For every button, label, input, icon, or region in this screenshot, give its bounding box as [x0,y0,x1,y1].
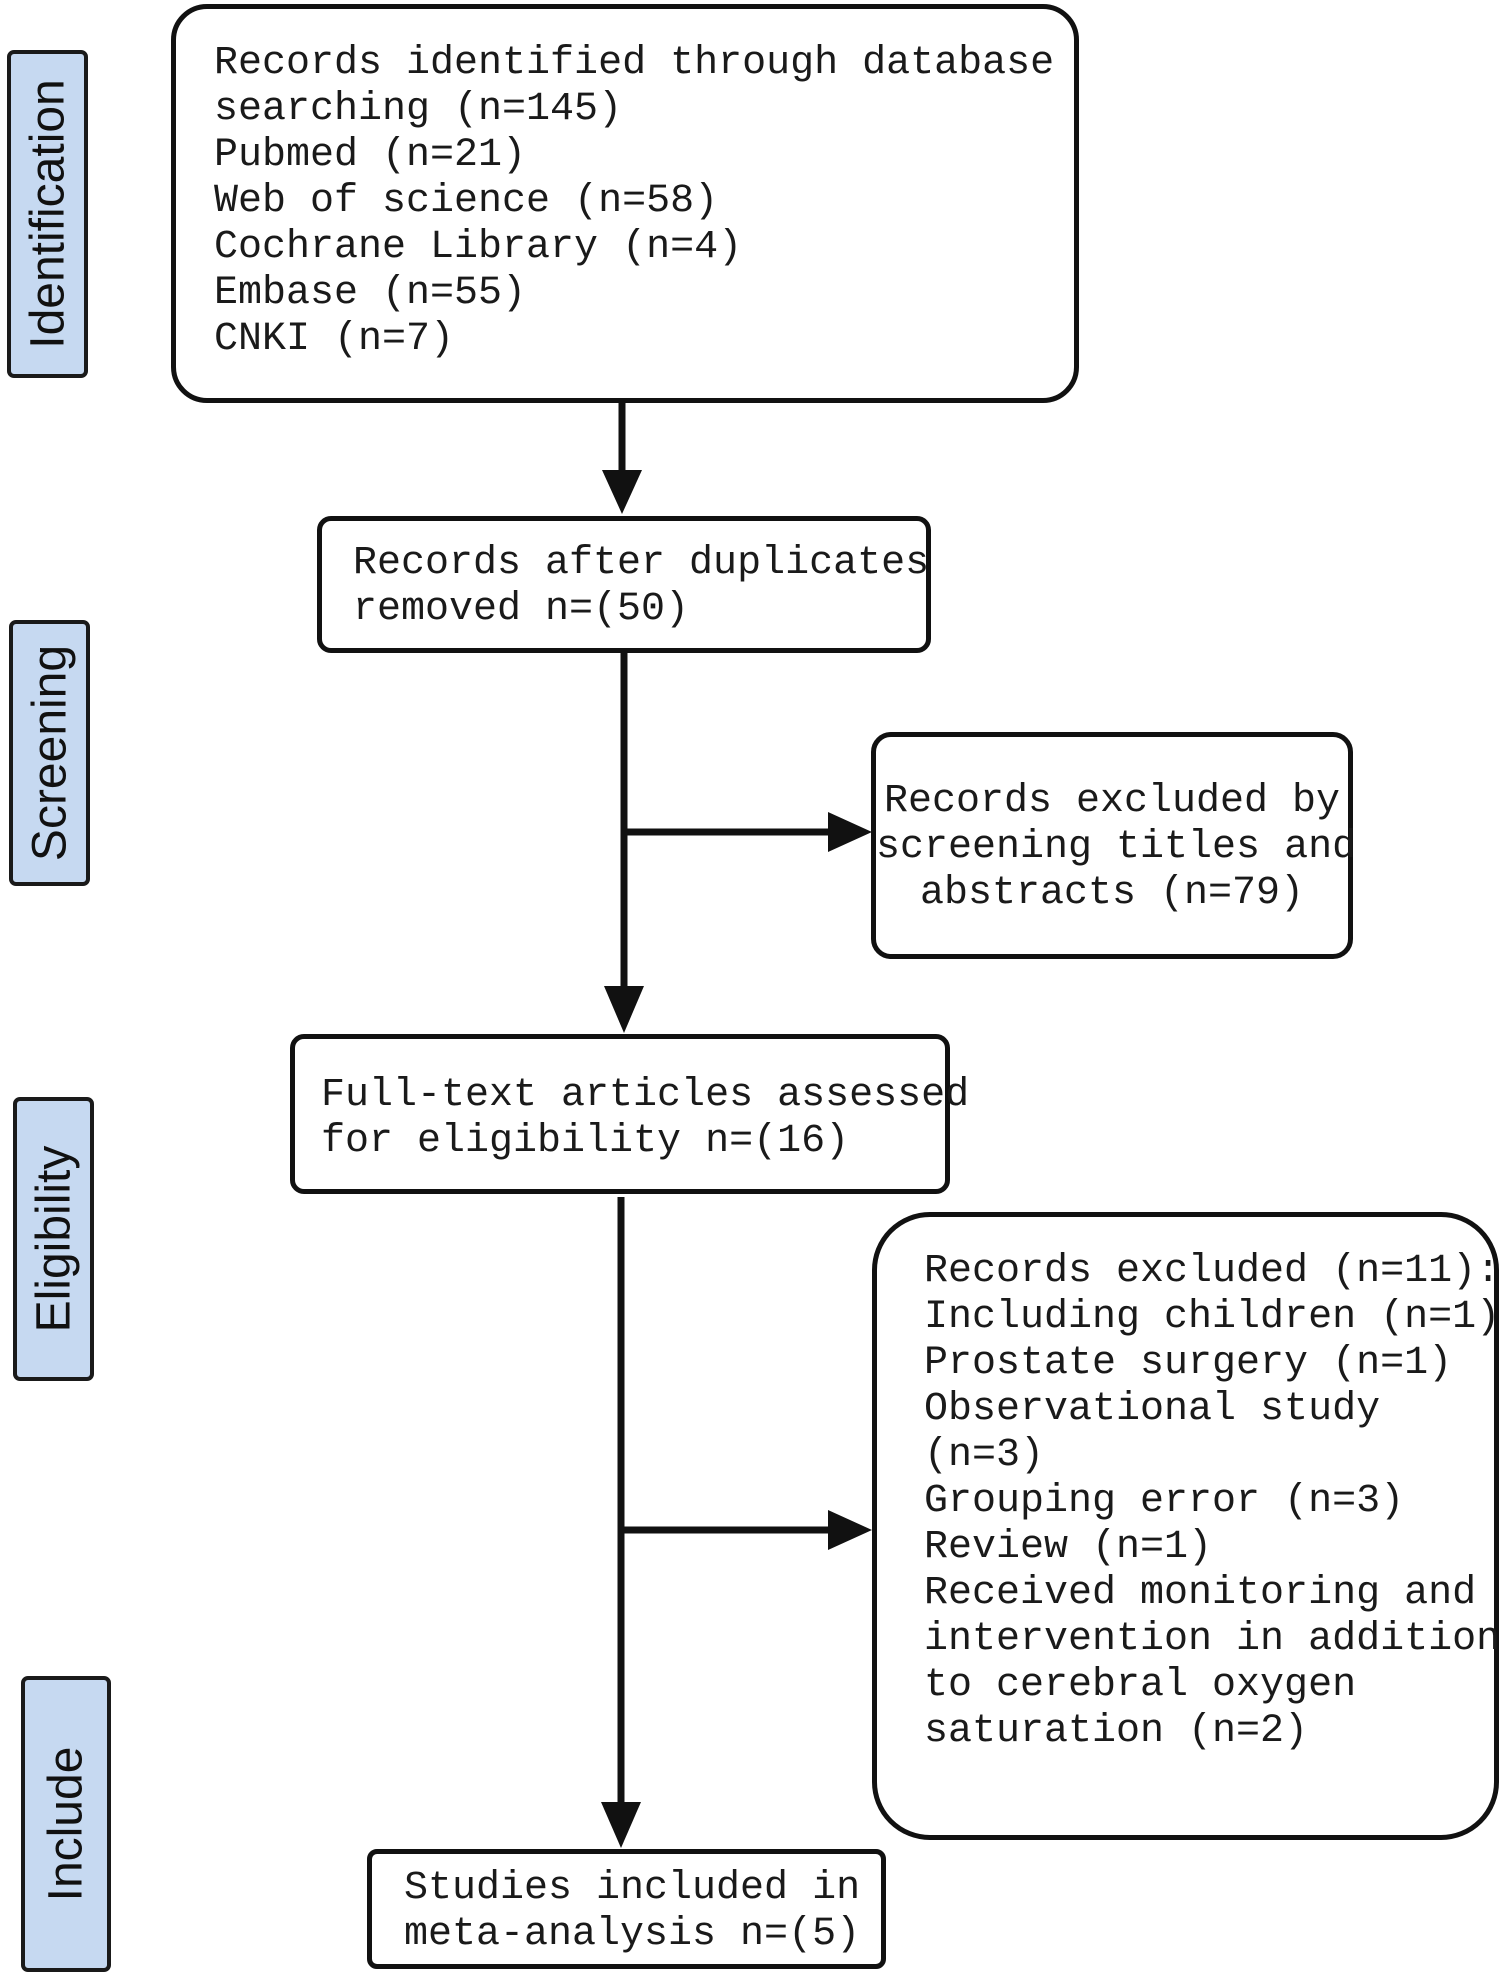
stage-screening-label: Screening [23,644,76,862]
stage-eligibility: Eligibility [13,1097,94,1381]
deduplicated-line-2: removed n=(50) [353,587,690,632]
excluded-fulltext-line-1: Records excluded (n=11): [924,1249,1501,1294]
box-records-after-duplicates: Records after duplicates removed n=(50) [317,516,931,653]
excluded-screening-line-2: screening titles and [876,825,1357,870]
box-excluded-full-text: Records excluded (n=11): Including child… [872,1212,1501,1840]
arrowhead-right-2 [828,1510,872,1550]
identified-line-1: Records identified through database [214,41,1055,86]
box-excluded-screening: Records excluded by screening titles and… [871,732,1357,959]
arrowhead-right-1 [828,812,872,852]
arrowhead-down-3 [601,1802,641,1848]
included-line-1: Studies included in [404,1866,861,1911]
excluded-screening-line-3: abstracts (n=79) [919,871,1305,916]
excluded-fulltext-line-9: intervention in addition [924,1617,1501,1662]
identified-line-7: CNKI (n=7) [214,317,455,362]
excluded-fulltext-line-6: Grouping error (n=3) [924,1479,1405,1524]
included-line-2: meta-analysis n=(5) [404,1912,861,1957]
stage-include-label: Include [39,1746,93,1902]
fulltext-line-1: Full-text articles assessed [321,1073,970,1118]
excluded-fulltext-line-5: (n=3) [924,1433,1045,1478]
identified-line-5: Cochrane Library (n=4) [214,225,743,270]
stage-identification-label: Identification [21,79,74,349]
identified-line-2: searching (n=145) [214,87,623,132]
arrowhead-down-2 [604,986,644,1033]
identified-line-6: Embase (n=55) [214,271,527,316]
excluded-fulltext-line-8: Received monitoring and [924,1571,1477,1616]
excluded-fulltext-line-10: to cerebral oxygen [924,1663,1357,1708]
fulltext-line-2: for eligibility n=(16) [321,1119,850,1164]
box-studies-included: Studies included in meta-analysis n=(5) [367,1849,886,1969]
stage-include: Include [21,1676,111,1972]
identified-line-4: Web of science (n=58) [214,179,719,224]
excluded-fulltext-line-4: Observational study [924,1387,1381,1432]
stage-screening: Screening [9,620,90,886]
box-full-text-assessed: Full-text articles assessed for eligibil… [290,1034,970,1194]
arrowhead-down-1 [602,470,642,514]
excluded-fulltext-line-2: Including children (n=1) [924,1295,1501,1340]
excluded-fulltext-line-7: Review (n=1) [924,1525,1213,1570]
excluded-fulltext-line-3: Prostate surgery (n=1) [924,1341,1453,1386]
identified-line-3: Pubmed (n=21) [214,133,527,178]
stage-eligibility-label: Eligibility [27,1145,80,1333]
deduplicated-line-1: Records after duplicates [353,541,930,586]
excluded-screening-line-1: Records excluded by [883,779,1341,824]
box-records-identified: Records identified through database sear… [171,4,1079,403]
stage-identification: Identification [7,50,88,378]
excluded-fulltext-line-11: saturation (n=2) [924,1709,1309,1754]
